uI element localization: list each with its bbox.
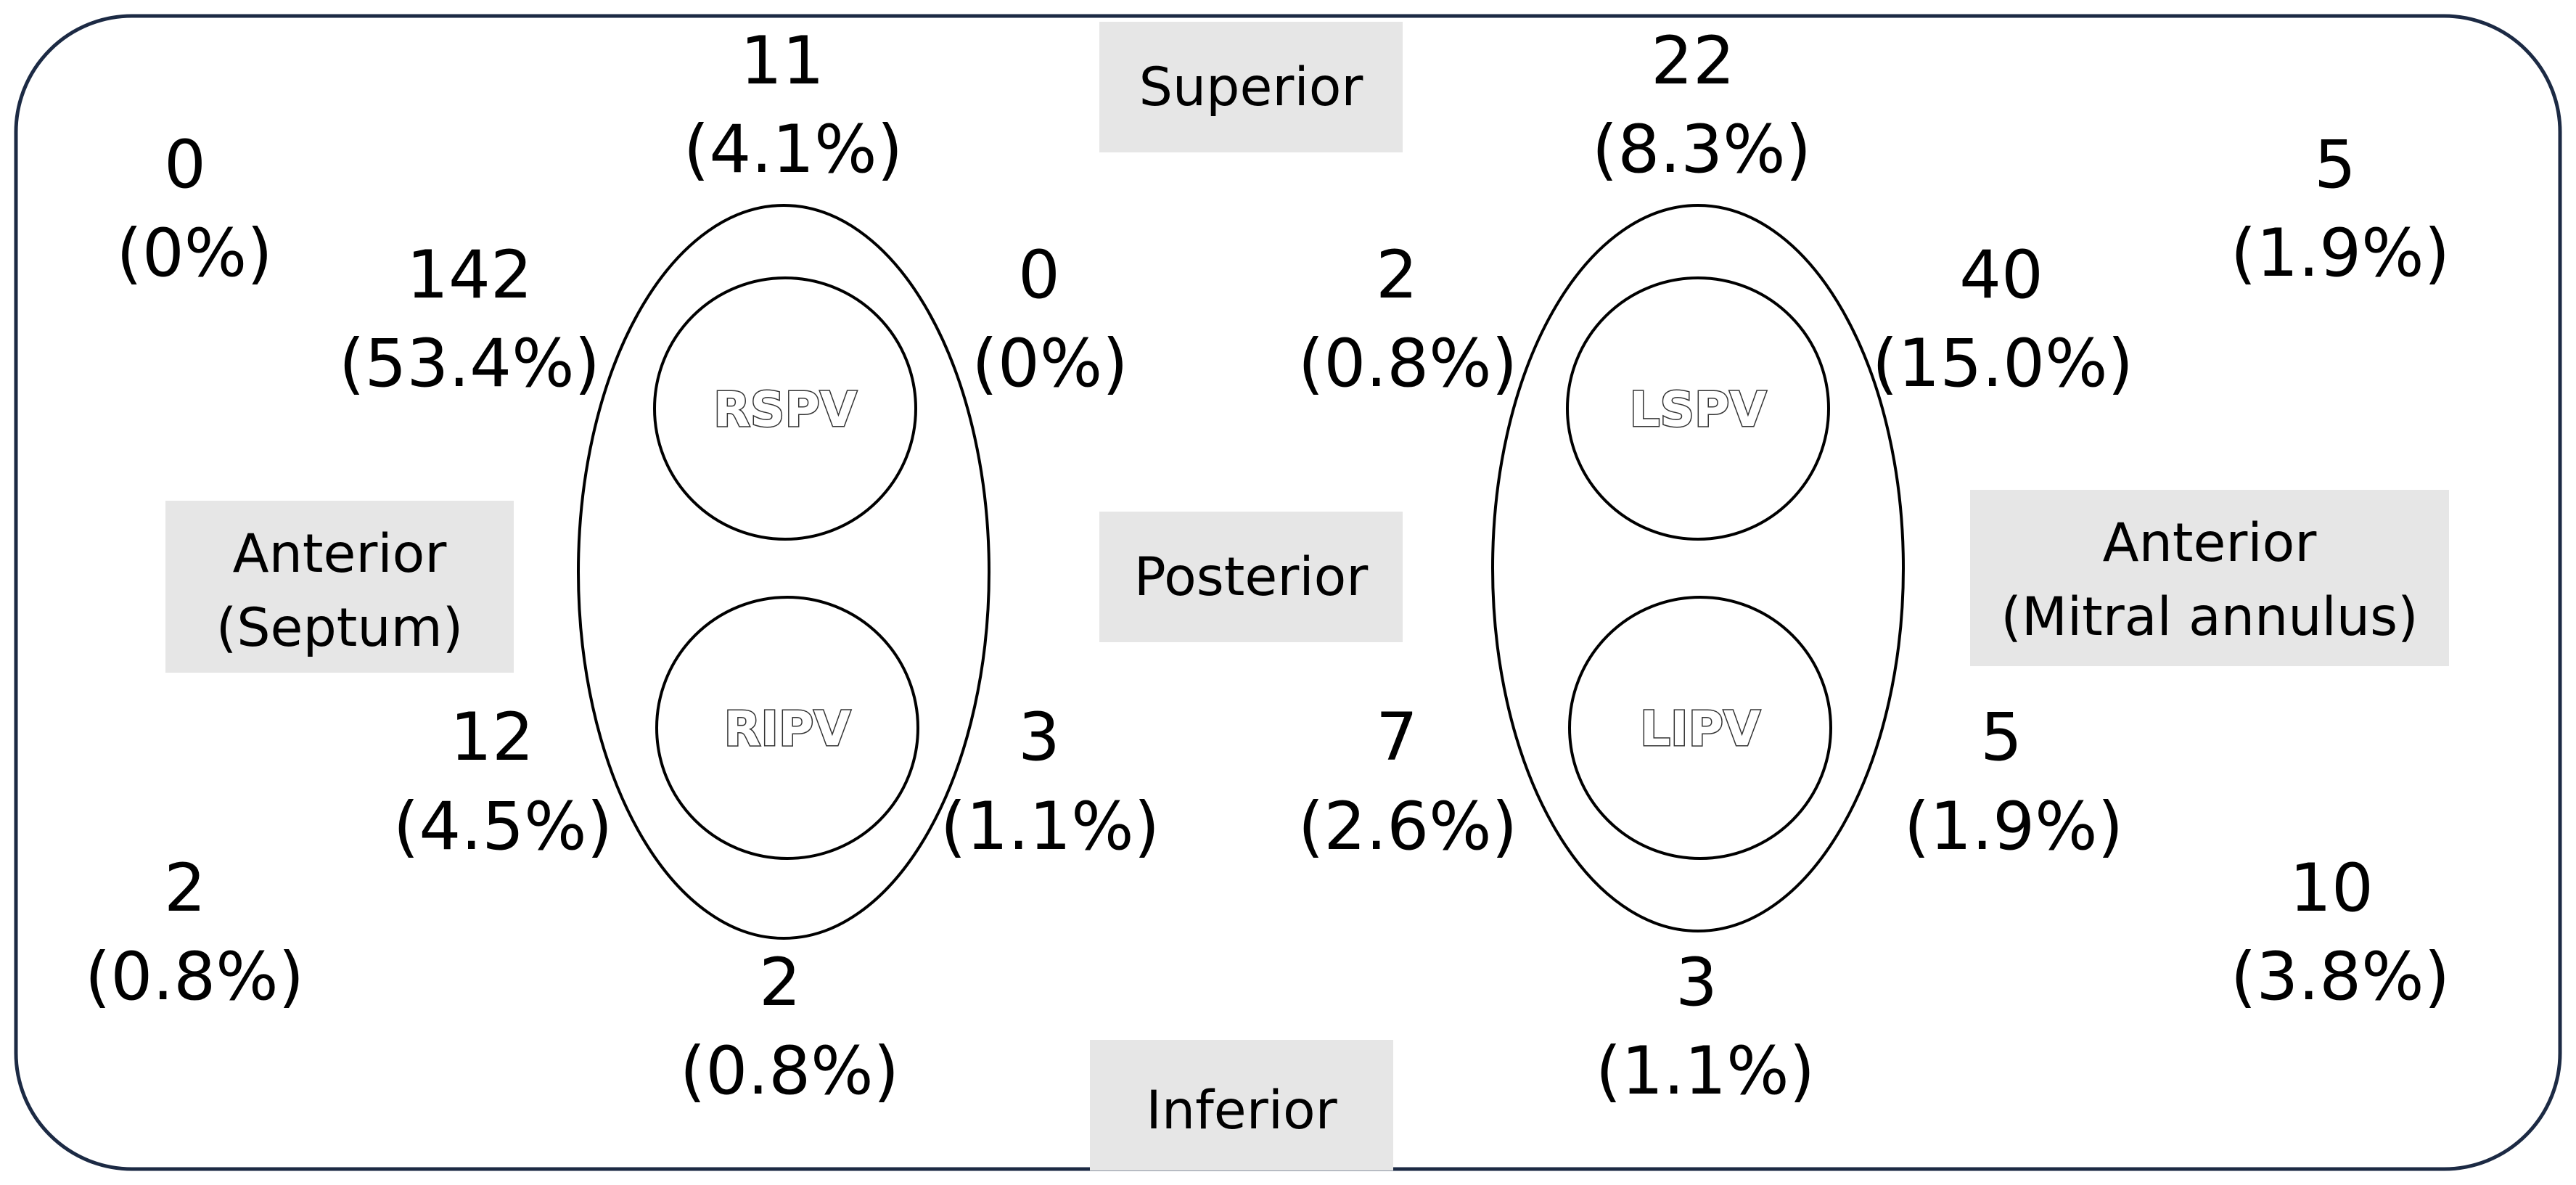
region-superior: Superior: [1099, 22, 1403, 152]
rspv-label: RSPV: [713, 382, 857, 438]
count-value: 2: [1376, 237, 1418, 313]
count-lipv-anterior: 5 (1.9%): [1904, 700, 2123, 865]
lipv-label: LIPV: [1640, 701, 1760, 757]
count-value: 40: [1959, 237, 2043, 313]
count-value: 7: [1376, 700, 1418, 776]
count-value: 11: [740, 23, 824, 99]
count-right-superior: 11 (4.1%): [684, 23, 903, 188]
count-ripv-posterior: 3 (1.1%): [940, 700, 1160, 865]
region-anterior-septum-line2: (Septum): [216, 597, 464, 659]
count-percent: (15.0%): [1872, 326, 2133, 402]
count-value: 12: [450, 700, 534, 776]
region-anterior-septum: Anterior (Septum): [165, 501, 514, 673]
count-value: 3: [1018, 700, 1060, 776]
count-percent: (4.5%): [393, 789, 612, 865]
region-anterior-mitral: Anterior (Mitral annulus): [1970, 490, 2449, 666]
count-value: 2: [759, 945, 801, 1021]
count-value: 3: [1675, 945, 1718, 1021]
count-value: 0: [164, 127, 206, 203]
region-anterior-mitral-line2: (Mitral annulus): [2001, 586, 2418, 648]
count-percent: (53.4%): [339, 326, 600, 402]
count-percent: (1.1%): [1596, 1033, 1815, 1110]
lspv-circle: [1566, 276, 1830, 541]
left-pulmonary-veins: LSPV LIPV: [1491, 204, 1905, 932]
ripv-label: RIPV: [724, 701, 851, 757]
count-value: 2: [164, 850, 206, 927]
rspv-circle: [653, 276, 917, 541]
count-top-left-corner: 0 (0%): [116, 127, 272, 292]
region-anterior-septum-line1: Anterior: [233, 523, 448, 585]
region-inferior-label: Inferior: [1146, 1080, 1337, 1141]
ripv-circle: [655, 596, 919, 860]
count-percent: (1.9%): [1904, 789, 2123, 865]
count-value: 10: [2289, 850, 2374, 927]
region-posterior-label: Posterior: [1134, 546, 1369, 608]
count-value: 5: [2314, 127, 2356, 203]
count-value: 5: [1980, 700, 2022, 776]
count-bottom-left-corner: 2 (0.8%): [85, 850, 304, 1015]
count-rspv-anterior: 142 (53.4%): [339, 237, 600, 402]
region-anterior-mitral-line1: Anterior: [2103, 512, 2318, 574]
count-left-superior: 22 (8.3%): [1592, 23, 1811, 188]
count-top-right-corner: 5 (1.9%): [2231, 127, 2450, 292]
count-ripv-anterior: 12 (4.5%): [393, 700, 612, 865]
right-pulmonary-veins: RSPV RIPV: [577, 204, 990, 940]
count-percent: (1.1%): [940, 789, 1160, 865]
count-percent: (0.8%): [1298, 326, 1517, 402]
count-percent: (0.8%): [680, 1033, 899, 1110]
count-lipv-posterior: 7 (2.6%): [1298, 700, 1517, 865]
right-vein-ellipse: [577, 204, 990, 940]
region-posterior: Posterior: [1099, 512, 1403, 642]
lspv-label: LSPV: [1629, 382, 1766, 438]
region-superior-label: Superior: [1139, 57, 1364, 118]
count-left-inferior: 3 (1.1%): [1596, 945, 1815, 1110]
count-bottom-right-corner: 10 (3.8%): [2231, 850, 2450, 1015]
count-percent: (3.8%): [2231, 939, 2450, 1015]
count-percent: (8.3%): [1592, 112, 1811, 188]
count-rspv-posterior: 0 (0%): [972, 237, 1128, 402]
count-percent: (1.9%): [2231, 216, 2450, 292]
count-lspv-anterior: 40 (15.0%): [1872, 237, 2133, 402]
count-percent: (0%): [972, 326, 1128, 402]
left-vein-ellipse: [1491, 204, 1905, 932]
count-lspv-posterior: 2 (0.8%): [1298, 237, 1517, 402]
count-value: 0: [1018, 237, 1060, 313]
region-inferior: Inferior: [1090, 1040, 1393, 1170]
count-percent: (0.8%): [85, 939, 304, 1015]
count-value: 142: [406, 237, 533, 313]
count-percent: (4.1%): [684, 112, 903, 188]
count-percent: (2.6%): [1298, 789, 1517, 865]
count-right-inferior: 2 (0.8%): [680, 945, 899, 1110]
lipv-circle: [1568, 596, 1832, 860]
count-percent: (0%): [116, 216, 272, 292]
count-value: 22: [1651, 23, 1735, 99]
